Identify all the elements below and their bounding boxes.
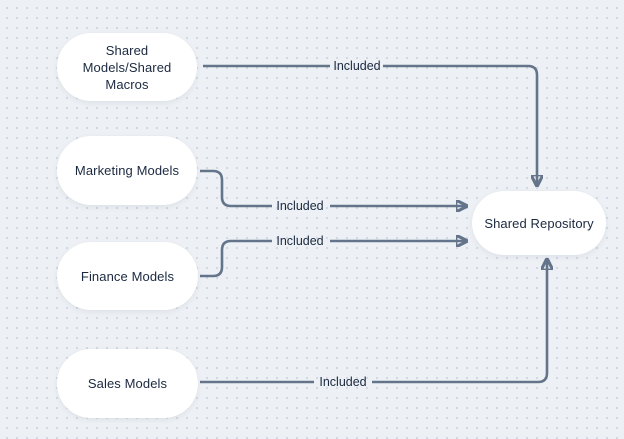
edge-segment [200,239,272,278]
edge-shared-models-to-repository [203,64,537,185]
node-label: Shared Models/Shared Macros [82,42,172,92]
node-shared-repository[interactable]: Shared Repository [472,191,606,255]
edge-sales-to-repository [200,260,547,384]
node-label: Sales Models [87,376,168,391]
node-finance-models[interactable]: Finance Models [57,242,198,310]
edge-marketing-to-repository [200,169,466,208]
node-shared-models-shared-macros[interactable]: Shared Models/Shared Macros [57,33,197,101]
node-label: Marketing Models [74,163,180,178]
edge-segment-arrow [383,64,537,185]
node-label: Shared Repository [484,215,594,231]
edge-segment [200,169,272,208]
edge-label-included-marketing: Included [276,199,324,213]
node-sales-models[interactable]: Sales Models [57,349,198,418]
edge-segment-arrow [372,260,547,384]
edge-label-included-finance: Included [276,234,324,248]
edge-finance-to-repository [200,239,466,278]
edge-label-included-shared-models: Included [333,59,381,73]
node-label: Finance Models [80,268,175,284]
node-marketing-models[interactable]: Marketing Models [57,136,197,205]
edge-label-included-sales: Included [319,375,367,389]
